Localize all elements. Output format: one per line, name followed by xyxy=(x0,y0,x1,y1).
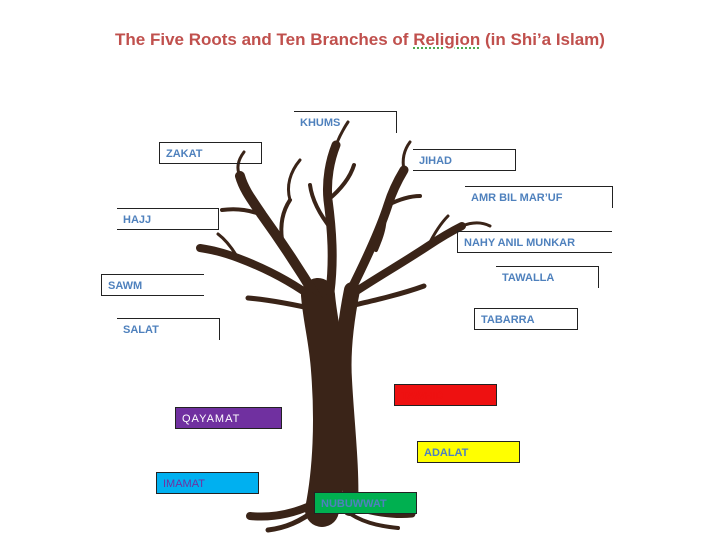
twig-left-5 xyxy=(286,158,302,202)
branch-left-low xyxy=(245,295,321,313)
branch-center xyxy=(323,140,341,297)
root-label-qayamat: QAYAMAT xyxy=(175,407,282,429)
title-word-religion: Religion xyxy=(413,30,481,49)
title-part-1: The Five Roots and Ten Branches of xyxy=(115,30,414,49)
twig-left-2 xyxy=(236,150,246,178)
branch-label-salat: SALAT xyxy=(117,318,220,340)
branch-right-low xyxy=(347,283,427,309)
title-part-2: (in Shi’a Islam) xyxy=(480,30,605,49)
twig-left-1 xyxy=(220,207,264,217)
twig-right-4 xyxy=(374,210,387,252)
branch-label-tabarra: TABARRA xyxy=(474,308,578,330)
root-label-tawheed: TAWHID xyxy=(394,384,497,406)
tree-root-left xyxy=(246,501,316,521)
branch-label-nahy-anil-munkar: NAHY ANIL MUNKAR xyxy=(457,231,612,253)
branch-label-amr-bil-maruf: AMR BIL MAR’UF xyxy=(465,186,613,208)
twig-right-5 xyxy=(460,221,492,228)
tree-trunk xyxy=(301,278,347,527)
root-label-adalat: ADALAT xyxy=(417,441,520,463)
twig-center-2 xyxy=(326,163,356,202)
branch-label-sawm: SAWM xyxy=(101,274,204,296)
twig-center-3 xyxy=(334,120,350,147)
branch-label-zakat: ZAKAT xyxy=(159,142,262,164)
twig-right-3 xyxy=(426,214,450,248)
tree-root-left-2 xyxy=(265,505,321,533)
twig-right-2 xyxy=(401,140,412,172)
page-title: The Five Roots and Ten Branches of Relig… xyxy=(0,30,720,50)
twig-right-1 xyxy=(386,194,422,207)
twig-left-4 xyxy=(279,198,292,242)
tree-trunk-right xyxy=(335,282,360,516)
branch-label-tawalla: TAWALLA xyxy=(496,266,599,288)
branch-label-khums: KHUMS xyxy=(294,111,397,133)
branch-left-upper xyxy=(235,171,323,305)
root-label-imamat: IMAMAT xyxy=(156,472,259,494)
root-label-nubuwwat: NUBUWWAT xyxy=(314,492,417,514)
branch-label-jihad: JIHAD xyxy=(413,149,516,171)
branch-label-hajj: HAJJ xyxy=(117,208,219,230)
twig-left-3 xyxy=(216,232,240,260)
twig-center-1 xyxy=(308,183,334,232)
